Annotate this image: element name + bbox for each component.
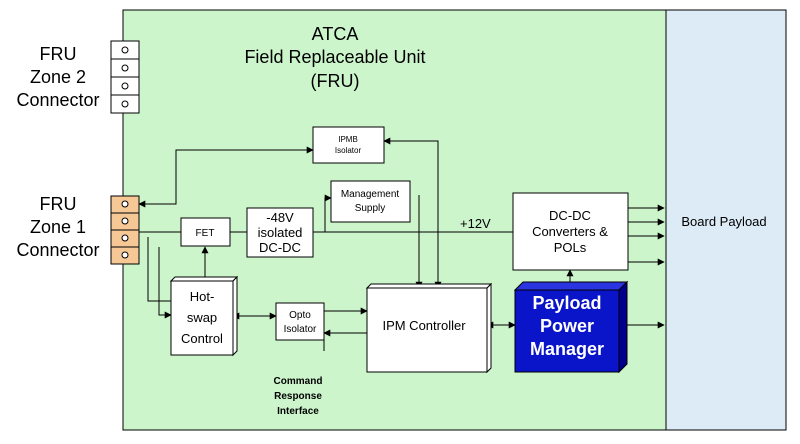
hotswap-control-line3: Control <box>181 331 223 346</box>
ipm-controller-box <box>365 282 493 374</box>
rail-12v-label: +12V <box>460 216 491 231</box>
ipmb-isolator-line1: IPMB <box>338 135 358 144</box>
command-response-line1: Command <box>274 376 323 387</box>
fru-title-line2: Field Replaceable Unit <box>244 47 425 67</box>
fet-label: FET <box>196 228 215 239</box>
fet-box <box>180 217 231 247</box>
zone2-label-line2: Zone 2 <box>30 67 86 87</box>
ipm-controller-label: IPM Controller <box>382 318 466 333</box>
dcdc-converters-line1: DC-DC <box>549 208 591 223</box>
hotswap-control-line2: swap <box>187 310 217 325</box>
opto-isolator-line1: Opto <box>289 310 311 321</box>
isolated-dcdc-line2: isolated <box>258 225 303 240</box>
management-supply-line1: Management <box>341 189 400 200</box>
dcdc-converters-box <box>512 192 629 271</box>
hotswap-control-box <box>169 275 239 357</box>
dcdc-converters-line3: POLs <box>554 240 587 255</box>
opto-isolator-box <box>275 302 325 341</box>
payload-power-manager-line3: Manager <box>530 339 604 359</box>
ipmb-isolator-line2: Isolator <box>335 146 362 155</box>
payload-power-manager-line2: Power <box>540 316 594 336</box>
hotswap-control-line1: Hot- <box>190 289 215 304</box>
dcdc-converters-line2: Converters & <box>532 224 608 239</box>
isolated-dcdc-line3: DC-DC <box>259 240 301 255</box>
zone1-connector <box>110 195 140 265</box>
zone1-label-line1: FRU <box>40 194 77 214</box>
zone1-label-line2: Zone 1 <box>30 217 86 237</box>
payload-power-manager-box <box>513 280 629 374</box>
payload-power-manager-line1: Payload <box>532 293 601 313</box>
fru-title-line1: ATCA <box>312 24 359 44</box>
fru-title-line3: (FRU) <box>311 71 360 91</box>
isolated-dcdc-box <box>246 207 314 258</box>
management-supply-box <box>330 180 411 223</box>
wiring <box>138 137 665 351</box>
management-supply-line2: Supply <box>355 203 386 214</box>
isolated-dcdc-line1: -48V <box>266 210 294 225</box>
zone1-label-line3: Connector <box>16 240 99 260</box>
command-response-line3: Interface <box>277 406 319 417</box>
board-payload-label: Board Payload <box>681 214 766 229</box>
zone2-label-line1: FRU <box>40 44 77 64</box>
command-response-line2: Response <box>274 391 322 402</box>
board-payload-area <box>665 9 787 431</box>
opto-isolator-line2: Isolator <box>284 324 317 335</box>
zone2-label-line3: Connector <box>16 90 99 110</box>
zone2-connector <box>110 40 140 114</box>
ipmb-isolator-box <box>312 126 385 164</box>
